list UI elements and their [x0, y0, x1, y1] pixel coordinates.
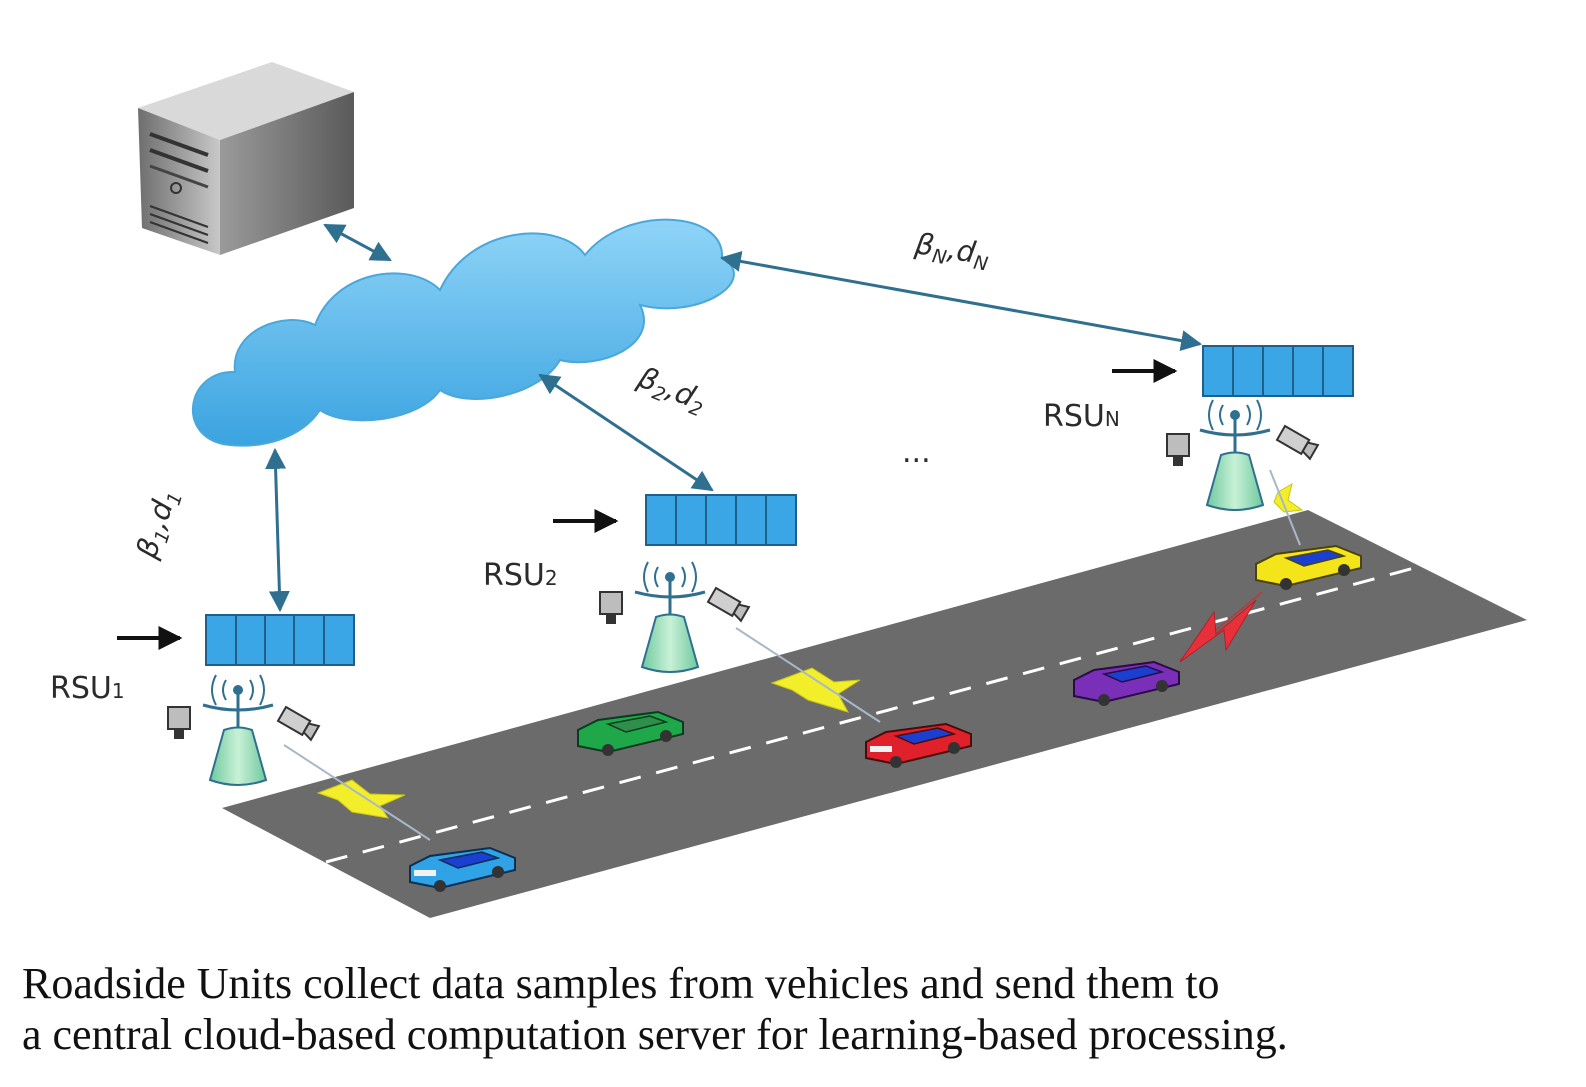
- rsu-n: RSUN: [1043, 345, 1354, 546]
- network-links: [265, 223, 1203, 613]
- queue-icon: [1202, 345, 1354, 397]
- link-label-1: β1,d1: [129, 485, 187, 565]
- vehicle-green: [577, 710, 684, 756]
- antenna-tower-icon: [167, 674, 321, 786]
- rsu-label: RSUN: [1043, 399, 1120, 434]
- wireless-link-bolt: [316, 779, 406, 819]
- figure-caption: Roadside Units collect data samples from…: [22, 958, 1562, 1060]
- rsu-1: RSU1: [50, 614, 431, 841]
- vehicle-yellow: [1255, 544, 1362, 590]
- queue-icon: [205, 614, 355, 666]
- vehicle-purple: [1073, 660, 1180, 706]
- rsu-label: RSU1: [50, 671, 125, 706]
- caption-line-1: Roadside Units collect data samples from…: [22, 959, 1220, 1008]
- antenna-tower-icon: [1166, 399, 1320, 511]
- cloud-icon: [192, 218, 735, 447]
- queue-icon: [645, 494, 797, 546]
- v2v-link-bolt: [1179, 591, 1263, 663]
- server-icon: [138, 62, 354, 255]
- wireless-link-bolt: [1273, 482, 1304, 513]
- link-label-n: βN,dN: [911, 226, 992, 275]
- vehicle-red: [865, 722, 972, 768]
- caption-line-2: a central cloud-based computation server…: [22, 1010, 1288, 1059]
- rsu-2: RSU2: [483, 494, 881, 723]
- vehicle-blue: [409, 846, 516, 892]
- ellipsis: ...: [902, 435, 931, 470]
- antenna-tower-icon: [599, 561, 751, 673]
- rsu-label: RSU2: [483, 558, 558, 593]
- road: [222, 510, 1527, 918]
- link-label-2: β2,d2: [631, 360, 711, 422]
